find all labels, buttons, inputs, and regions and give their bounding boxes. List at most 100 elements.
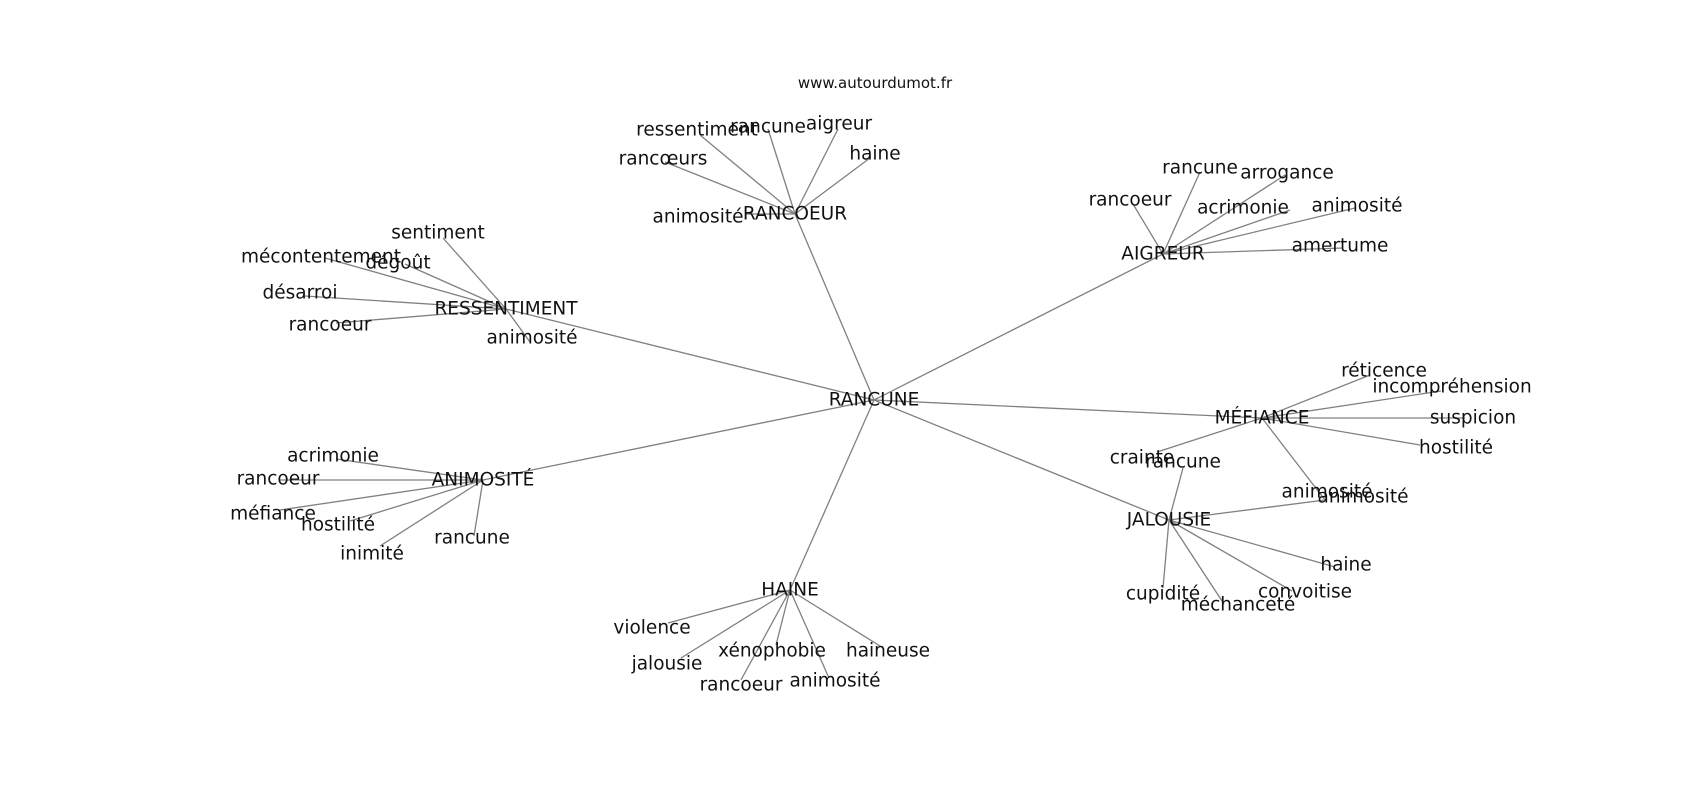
- leaf-node: méchanceté: [1181, 595, 1296, 616]
- edge-hub-leaf: [473, 479, 484, 537]
- leaf-node: rancoeur: [700, 675, 783, 696]
- hub-node: AIGREUR: [1121, 244, 1205, 265]
- leaf-node: rancune: [1145, 452, 1221, 473]
- leaf-node: acrimonie: [287, 446, 379, 467]
- edge-center-hub: [873, 253, 1164, 401]
- leaf-node: animosité: [790, 671, 881, 692]
- edge-hub-leaf: [794, 128, 839, 215]
- edge-hub-leaf: [1261, 417, 1421, 446]
- leaf-node: xénophobie: [718, 641, 826, 662]
- leaf-node: hostilité: [301, 515, 375, 536]
- edge-hub-leaf: [335, 308, 507, 324]
- edge-hub-leaf: [304, 295, 507, 310]
- leaf-node: rancoeur: [289, 315, 372, 336]
- leaf-node: incompréhension: [1372, 377, 1531, 398]
- edge-hub-leaf: [740, 589, 791, 681]
- edge-hub-leaf: [1168, 499, 1326, 521]
- leaf-node: animosité: [487, 328, 578, 349]
- edge-center-hub: [482, 399, 875, 481]
- edge-hub-leaf: [442, 237, 507, 310]
- leaf-node: convoitise: [1258, 582, 1352, 603]
- leaf-node: animosité: [1312, 196, 1403, 217]
- leaf-node: réticence: [1341, 361, 1427, 382]
- edge-hub-leaf: [775, 589, 791, 646]
- leaf-node: rancœurs: [619, 149, 708, 170]
- leaf-node: dégoût: [365, 253, 430, 274]
- edge-hub-leaf: [1168, 467, 1184, 521]
- edge-hub-leaf: [349, 479, 484, 522]
- hub-node: HAINE: [761, 580, 819, 601]
- edge-hub-leaf: [1168, 519, 1225, 605]
- leaf-node: haine: [849, 144, 900, 165]
- edge-hub-leaf: [1162, 174, 1286, 255]
- edge-hub-leaf: [789, 589, 830, 679]
- leaf-node: haineuse: [846, 641, 930, 662]
- leaf-node: rancoeur: [237, 469, 320, 490]
- leaf-node: animosité: [1282, 482, 1373, 503]
- edge-layer: [279, 128, 1465, 681]
- leaf-node: suspicion: [1430, 408, 1516, 429]
- leaf-node: rancune: [1162, 158, 1238, 179]
- edge-center-hub: [789, 399, 875, 591]
- leaf-node: rancune: [730, 117, 806, 138]
- edge-hub-leaf: [1261, 417, 1326, 501]
- edge-hub-leaf: [667, 589, 791, 624]
- leaf-node: mécontentement: [241, 247, 401, 268]
- leaf-node: jalousie: [631, 654, 703, 675]
- edge-hub-leaf: [1162, 519, 1170, 589]
- leaf-node: désarroi: [262, 283, 337, 304]
- edge-hub-leaf: [1162, 209, 1291, 255]
- leaf-node: ressentiment: [636, 120, 758, 141]
- leaf-node: amertume: [1292, 236, 1389, 257]
- leaf-node: aigreur: [806, 114, 873, 135]
- edge-hub-leaf: [1162, 247, 1344, 255]
- edge-hub-leaf: [1168, 519, 1336, 568]
- edge-hub-leaf: [1162, 207, 1356, 255]
- leaf-node: crainte: [1110, 448, 1175, 469]
- leaf-node: rancoeur: [1089, 190, 1172, 211]
- leaf-node: inimité: [340, 544, 404, 565]
- source-label: www.autourdumot.fr: [798, 74, 953, 92]
- leaf-node: cupidité: [1126, 584, 1200, 605]
- edge-hub-leaf: [505, 308, 531, 343]
- hub-node: RANCOEUR: [743, 204, 847, 225]
- edge-hub-leaf: [335, 458, 484, 481]
- edge-center-hub: [873, 399, 1170, 521]
- edge-hub-leaf: [699, 134, 796, 215]
- edge-hub-leaf: [1261, 390, 1442, 419]
- leaf-node: violence: [613, 618, 690, 639]
- edge-hub-leaf: [1168, 519, 1293, 592]
- edge-center-hub: [794, 213, 875, 401]
- edge-hub-leaf: [1162, 171, 1201, 255]
- leaf-node: acrimonie: [1197, 198, 1289, 219]
- edge-hub-leaf: [664, 161, 796, 215]
- leaf-node: hostilité: [1419, 438, 1493, 459]
- edge-hub-leaf: [404, 263, 507, 310]
- leaf-node: haine: [1320, 555, 1371, 576]
- leaf-node: méfiance: [230, 504, 316, 525]
- leaf-node: animosité: [1318, 487, 1409, 508]
- hub-node: RESSENTIMENT: [434, 299, 578, 320]
- edge-center-hub: [873, 399, 1263, 419]
- hub-node: ANIMOSITÉ: [432, 469, 535, 491]
- leaf-node: arrogance: [1240, 163, 1334, 184]
- edge-hub-leaf: [324, 257, 507, 310]
- edge-hub-leaf: [767, 128, 796, 215]
- edge-hub-leaf: [1156, 417, 1263, 453]
- edge-hub-leaf: [279, 479, 484, 511]
- edge-center-hub: [505, 308, 875, 401]
- edge-hub-leaf: [789, 589, 881, 647]
- hub-node: JALOUSIE: [1126, 510, 1211, 531]
- edge-hub-leaf: [379, 479, 484, 547]
- edge-hub-leaf: [794, 157, 871, 215]
- leaf-node: sentiment: [391, 223, 485, 244]
- edge-hub-leaf: [1261, 374, 1371, 419]
- leaf-node: rancune: [434, 528, 510, 549]
- hub-node: MÉFIANCE: [1215, 407, 1310, 429]
- center-node: RANCUNE: [829, 390, 920, 411]
- edge-hub-leaf: [1132, 203, 1164, 255]
- edge-hub-leaf: [680, 589, 791, 659]
- leaf-node: animosité: [653, 207, 744, 228]
